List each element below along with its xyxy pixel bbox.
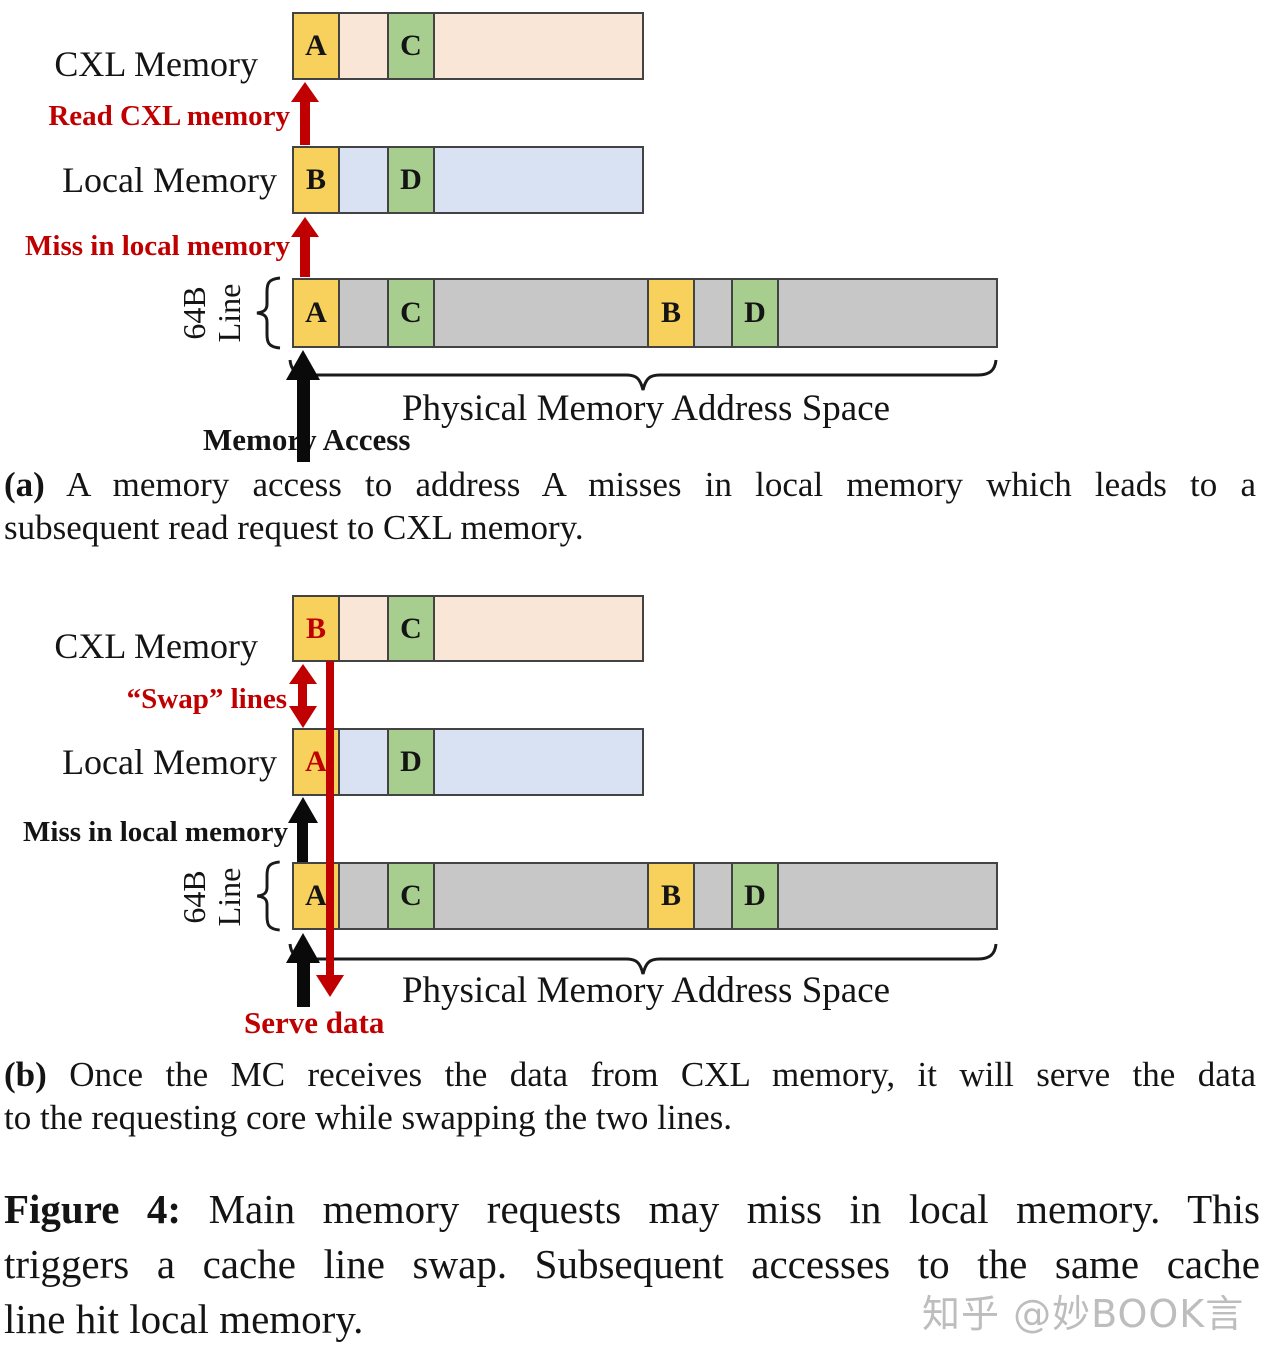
swap-arrowhead-down	[289, 706, 317, 728]
caption-a-text1: A memory access to address A misses in l…	[44, 465, 1256, 504]
figure-caption-text1: Main memory requests may miss in local m…	[181, 1186, 1260, 1232]
block-label: A	[305, 29, 327, 62]
read-cxl-arrowhead	[291, 82, 319, 102]
miss-arrowhead	[288, 797, 318, 823]
block-label: B	[660, 296, 681, 329]
cache-block-c: C	[387, 862, 435, 930]
miss-in-local-memory-label: Miss in local memory	[25, 230, 290, 262]
caption-b: (b) Once the MC receives the data from C…	[4, 1053, 1256, 1139]
serve-data-line	[326, 661, 334, 977]
miss-arrowhead	[291, 217, 319, 237]
cache-block-c: C	[387, 278, 435, 348]
block-label: D	[744, 879, 766, 912]
address-space-label: Physical Memory Address Space	[401, 970, 891, 1011]
physical-memory-bar-b: A C B D	[292, 862, 998, 930]
miss-arrow-shaft	[297, 820, 308, 862]
line-size-line: Line	[211, 283, 247, 343]
figure-caption-prefix: Figure 4:	[4, 1186, 182, 1232]
caption-b-line2: to the requesting core while swapping th…	[4, 1098, 733, 1137]
line-size-64b: 64B	[175, 870, 212, 924]
line-size-64b: 64B	[175, 286, 212, 340]
miss-arrow-shaft	[300, 235, 310, 277]
serve-data-arrowhead	[316, 975, 344, 997]
block-label: B	[305, 163, 326, 196]
local-memory-bar-a: B D	[292, 146, 644, 214]
figure-caption-line1: Figure 4: Main memory requests may miss …	[4, 1182, 1260, 1237]
serve-request-arrowhead	[286, 933, 320, 963]
figure-caption: Figure 4: Main memory requests may miss …	[4, 1182, 1260, 1347]
figure-caption-line2: triggers a cache line swap. Subsequent a…	[4, 1241, 1260, 1287]
caption-a-line2: subsequent read request to CXL memory.	[4, 508, 584, 547]
block-label: B	[660, 879, 681, 912]
line-size-label: 64B Line	[175, 258, 249, 368]
swap-lines-label: “Swap” lines	[126, 683, 287, 715]
cache-block-c: C	[387, 595, 435, 662]
figure-caption-line3: line hit local memory.	[4, 1296, 364, 1342]
cxl-memory-bar-a: A C	[292, 12, 644, 80]
caption-b-text1: Once the MC receives the data from CXL m…	[46, 1055, 1256, 1094]
address-space-brace	[288, 359, 998, 391]
block-label: A	[305, 879, 327, 912]
line-brace	[256, 276, 281, 350]
cache-block-a: A	[292, 12, 340, 80]
caption-a-line1: (a) A memory access to address A misses …	[4, 463, 1256, 506]
watermark: 知乎 @妙BOOK言	[922, 1292, 1245, 1336]
block-label: D	[744, 296, 766, 329]
block-label: A	[305, 745, 327, 778]
block-label: D	[400, 163, 422, 196]
local-memory-label: Local Memory	[62, 742, 277, 782]
cxl-memory-label: CXL Memory	[54, 626, 258, 666]
physical-memory-bar-a: A C B D	[292, 278, 998, 348]
caption-a-prefix: (a)	[4, 465, 45, 504]
caption-a: (a) A memory access to address A misses …	[4, 463, 1256, 549]
block-label: C	[400, 879, 422, 912]
cache-block-b: B	[292, 595, 340, 662]
cache-block-d: D	[731, 862, 779, 930]
cxl-memory-label: CXL Memory	[54, 44, 258, 84]
block-label: D	[400, 745, 422, 778]
address-space-label: Physical Memory Address Space	[401, 388, 891, 429]
cache-block-b: B	[292, 146, 340, 214]
line-brace	[257, 860, 280, 932]
serve-data-label: Serve data	[244, 1005, 385, 1040]
block-label: C	[400, 29, 422, 62]
cache-block-d: D	[731, 278, 779, 348]
block-label: B	[305, 611, 326, 645]
read-cxl-memory-label: Read CXL memory	[48, 100, 290, 132]
cxl-memory-bar-b: B C	[292, 595, 644, 662]
caption-b-prefix: (b)	[4, 1055, 47, 1094]
memory-access-arrowhead	[286, 350, 320, 380]
cache-block-d: D	[387, 146, 435, 214]
memory-access-arrow-shaft	[297, 378, 310, 462]
read-cxl-arrow-shaft	[300, 100, 310, 145]
line-size-label: 64B Line	[175, 842, 249, 952]
cache-block-d: D	[387, 728, 435, 796]
swap-arrow-shaft	[298, 681, 307, 711]
cache-block-b: B	[647, 862, 695, 930]
cache-block-a: A	[292, 278, 340, 348]
line-size-line: Line	[211, 867, 247, 927]
block-label: A	[305, 296, 327, 329]
serve-request-arrow-shaft	[297, 961, 310, 1007]
cache-block-b: B	[647, 278, 695, 348]
address-space-brace	[288, 943, 998, 975]
miss-in-local-memory-label: Miss in local memory	[23, 816, 288, 848]
swap-arrowhead-up	[289, 664, 317, 684]
caption-b-line1: (b) Once the MC receives the data from C…	[4, 1053, 1256, 1096]
local-memory-bar-b: A D	[292, 728, 644, 796]
cache-block-c: C	[387, 12, 435, 80]
block-label: C	[400, 611, 422, 645]
block-label: C	[400, 296, 422, 329]
local-memory-label: Local Memory	[62, 160, 277, 200]
